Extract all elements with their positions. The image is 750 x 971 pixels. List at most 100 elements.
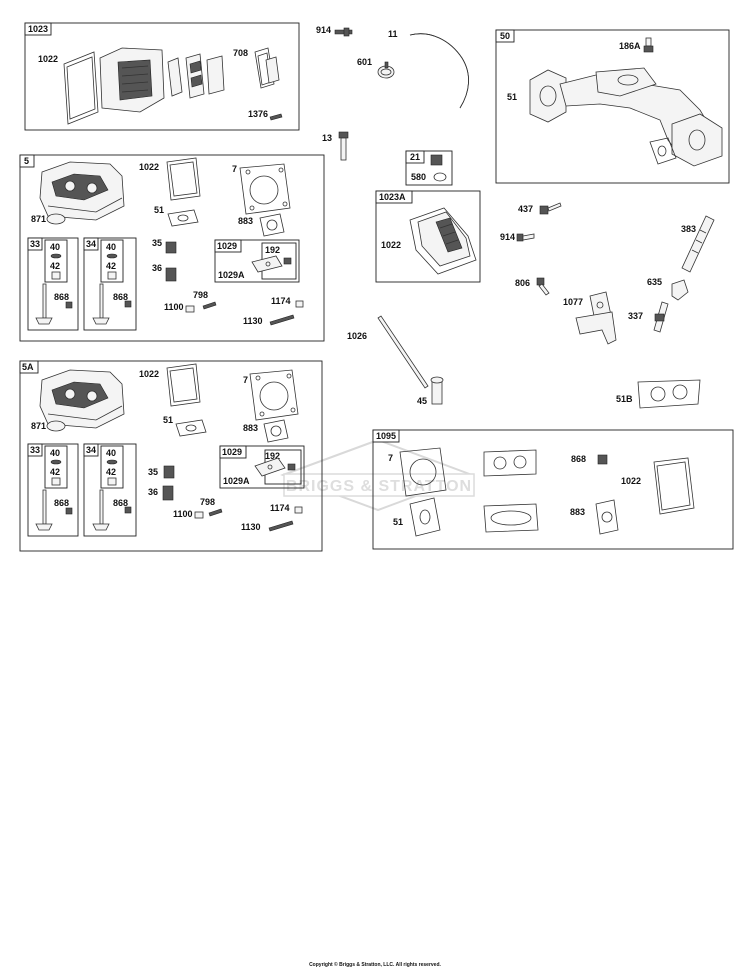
- stud-1130: [268, 520, 294, 532]
- gasket-pair: [483, 449, 537, 477]
- label-1174: 1174: [270, 503, 290, 513]
- valve-33: [35, 283, 53, 325]
- hose-clamp: [377, 61, 395, 79]
- label-883: 883: [238, 216, 253, 226]
- push-rod-1026: [377, 315, 429, 389]
- label-7: 7: [232, 164, 237, 174]
- gasket-1022: [653, 457, 695, 515]
- label-186A: 186A: [619, 41, 641, 51]
- label-35: 35: [152, 238, 162, 248]
- copyright-notice: Copyright © Briggs & Stratton, LLC. All …: [309, 962, 441, 968]
- gasket-883: [595, 499, 619, 535]
- label-42: 42: [50, 467, 60, 477]
- label-871: 871: [31, 421, 46, 431]
- group-34-tag: 34: [86, 445, 96, 455]
- label-635: 635: [647, 277, 662, 287]
- cylinder-head-5: [39, 161, 125, 221]
- group-1023A: 1023A 1022: [375, 190, 481, 283]
- label-51: 51: [393, 517, 403, 527]
- label-51: 51: [163, 415, 173, 425]
- label-868: 868: [113, 498, 128, 508]
- label-708: 708: [233, 48, 248, 58]
- group-1029-tag: 1029: [222, 447, 242, 457]
- group-5-tag: 5: [24, 156, 29, 166]
- label-601: 601: [357, 57, 372, 67]
- label-1130: 1130: [243, 316, 263, 326]
- label-7: 7: [388, 453, 393, 463]
- label-1029A: 1029A: [223, 476, 250, 486]
- label-42: 42: [50, 261, 60, 271]
- group-1023: 1023 1022 708 1376: [24, 22, 300, 131]
- gasket-51B: [637, 379, 701, 409]
- ignition-armature: [681, 215, 715, 273]
- label-806: 806: [515, 278, 530, 288]
- label-383: 383: [681, 224, 696, 234]
- group-50-tag: 50: [500, 31, 510, 41]
- gasket-1022: [166, 157, 201, 201]
- label-1100: 1100: [164, 302, 184, 312]
- valve-34: [92, 489, 110, 531]
- label-798: 798: [193, 290, 208, 300]
- group-5: 5 871 1022 7 51 883: [19, 154, 325, 342]
- label-1100: 1100: [173, 509, 193, 519]
- group-33-tag: 33: [30, 239, 40, 249]
- o-ring-580: [433, 172, 447, 182]
- gasket-883: [259, 213, 285, 237]
- valve-cover-1023A: [409, 207, 477, 275]
- label-1022: 1022: [139, 369, 159, 379]
- stud-798: [208, 508, 223, 517]
- label-871: 871: [31, 214, 46, 224]
- valve-spring-36: [165, 267, 177, 282]
- label-337: 337: [628, 311, 643, 321]
- label-1026: 1026: [347, 331, 367, 341]
- screw-914-top: [334, 29, 353, 35]
- valve-34: [92, 283, 110, 325]
- spark-plug-337: [653, 301, 669, 333]
- gasket-871: [46, 420, 66, 432]
- label-7: 7: [243, 375, 248, 385]
- label-868: 868: [54, 292, 69, 302]
- label-868: 868: [571, 454, 586, 464]
- group-1023-tag: 1023: [28, 24, 48, 34]
- gasket-oval: [483, 503, 539, 533]
- head-gasket-7: [249, 369, 299, 421]
- label-40: 40: [106, 448, 116, 458]
- label-51: 51: [507, 92, 517, 102]
- label-42: 42: [106, 261, 116, 271]
- oil-fill-plug: [430, 154, 443, 166]
- bracket-1077: [575, 291, 617, 345]
- stud-798: [202, 301, 217, 310]
- label-1029A: 1029A: [218, 270, 245, 280]
- group-1029-tag: 1029: [217, 241, 237, 251]
- label-40: 40: [50, 448, 60, 458]
- bolt-13: [338, 131, 349, 161]
- watermark-text: BRIGGS & STRATTON: [286, 478, 472, 495]
- gasket-883: [263, 419, 289, 443]
- brand-watermark: BRIGGS & STRATTON: [280, 438, 475, 512]
- label-914-top: 914: [316, 25, 331, 35]
- group-5A-tag: 5A: [22, 362, 34, 372]
- label-35: 35: [148, 467, 158, 477]
- gasket-51: [167, 209, 199, 227]
- breather-gasket: [254, 47, 280, 89]
- label-11: 11: [388, 29, 398, 39]
- breather-plates: [167, 53, 225, 99]
- label-36: 36: [152, 263, 162, 273]
- group-50: 50 186A 51: [495, 29, 730, 184]
- label-1022: 1022: [38, 54, 58, 64]
- screw-914-mid: [516, 233, 535, 242]
- group-33-tag: 33: [30, 445, 40, 455]
- label-40: 40: [106, 242, 116, 252]
- group-1095: 1095 7 868 1022 51 883: [372, 429, 734, 550]
- gasket-871: [46, 213, 66, 225]
- bolt-437: [539, 202, 562, 215]
- stud-1130: [269, 314, 295, 326]
- valve-spring-36: [162, 485, 174, 501]
- cylinder-head-5A: [39, 369, 125, 429]
- label-1376: 1376: [248, 109, 268, 119]
- label-42: 42: [106, 467, 116, 477]
- label-868: 868: [113, 292, 128, 302]
- label-1077: 1077: [563, 297, 583, 307]
- label-51: 51: [154, 205, 164, 215]
